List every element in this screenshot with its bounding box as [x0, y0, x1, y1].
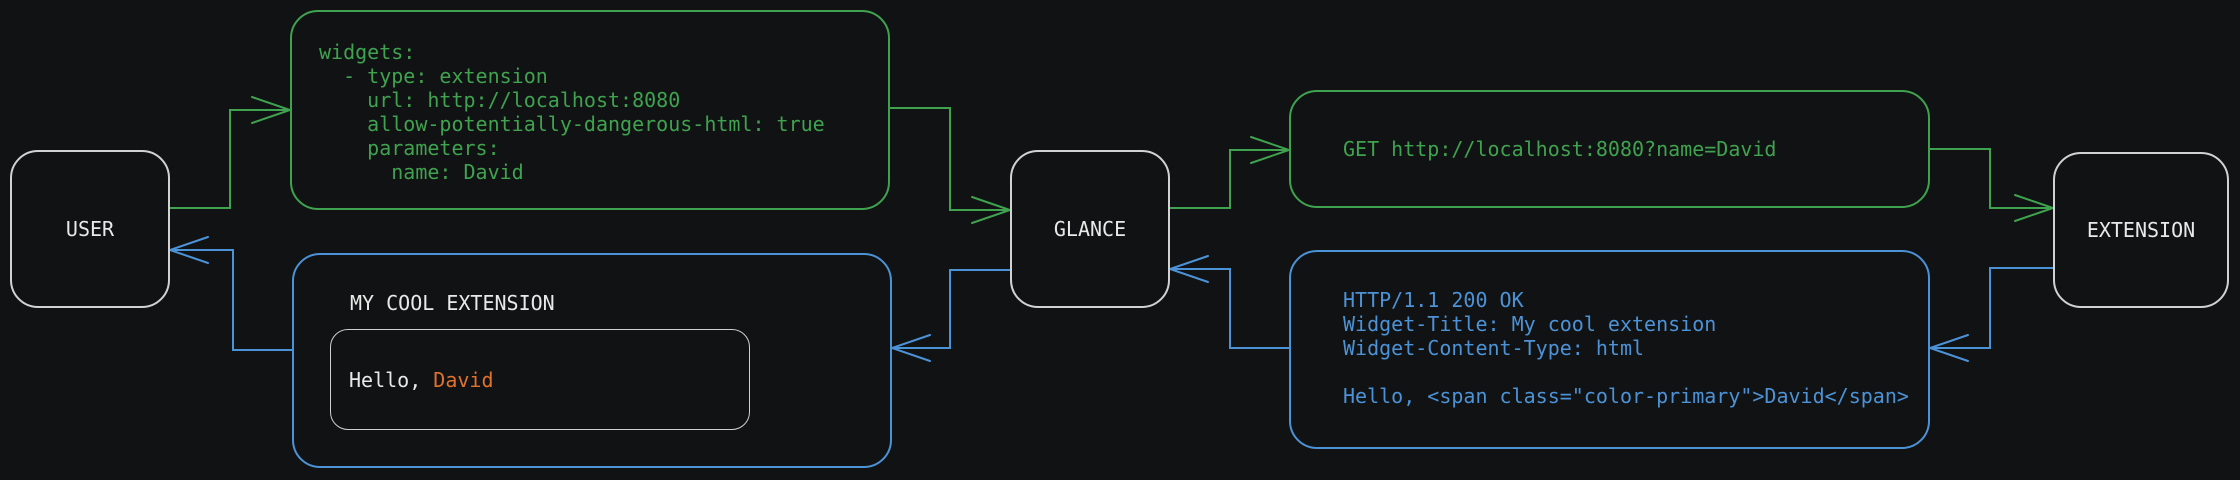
- connector-response-to-glance: [1166, 255, 1290, 349]
- node-user: USER: [10, 150, 170, 308]
- connector-glance-to-widget: [888, 269, 1011, 362]
- http-response-box: HTTP/1.1 200 OK Widget-Title: My cool ex…: [1289, 250, 1930, 449]
- widget-title: MY COOL EXTENSION: [350, 291, 555, 315]
- connector-user-to-config: [169, 96, 294, 209]
- arrowhead-left-icon: [888, 334, 931, 362]
- connector-glance-to-request: [1169, 136, 1293, 209]
- node-glance: GLANCE: [1010, 150, 1170, 308]
- arrowhead-left-icon: [1166, 255, 1209, 283]
- get-request-code: GET http://localhost:8080?name=David: [1343, 137, 1777, 161]
- widget-inner-card: Hello, David: [330, 329, 750, 430]
- yaml-config-code: widgets: - type: extension url: http://l…: [319, 40, 825, 184]
- greeting-name: David: [433, 367, 494, 392]
- widget-preview-box: MY COOL EXTENSION Hello, David: [292, 253, 892, 468]
- yaml-config-box: widgets: - type: extension url: http://l…: [290, 10, 890, 210]
- node-extension: EXTENSION: [2053, 152, 2229, 308]
- greeting-text: Hello, David: [331, 368, 494, 392]
- connector-widget-to-user: [166, 236, 293, 351]
- greeting-prefix: Hello,: [349, 367, 434, 392]
- node-extension-label: EXTENSION: [2086, 218, 2196, 242]
- get-request-box: GET http://localhost:8080?name=David: [1289, 90, 1930, 208]
- connector-request-to-extension: [1929, 148, 2057, 222]
- node-user-label: USER: [65, 217, 115, 241]
- arrowhead-left-icon: [1926, 334, 1969, 362]
- connector-config-to-glance: [889, 107, 1014, 224]
- connector-extension-to-response: [1926, 267, 2054, 362]
- arrowhead-left-icon: [166, 236, 209, 264]
- node-glance-label: GLANCE: [1053, 217, 1127, 241]
- http-response-code: HTTP/1.1 200 OK Widget-Title: My cool ex…: [1343, 288, 1909, 408]
